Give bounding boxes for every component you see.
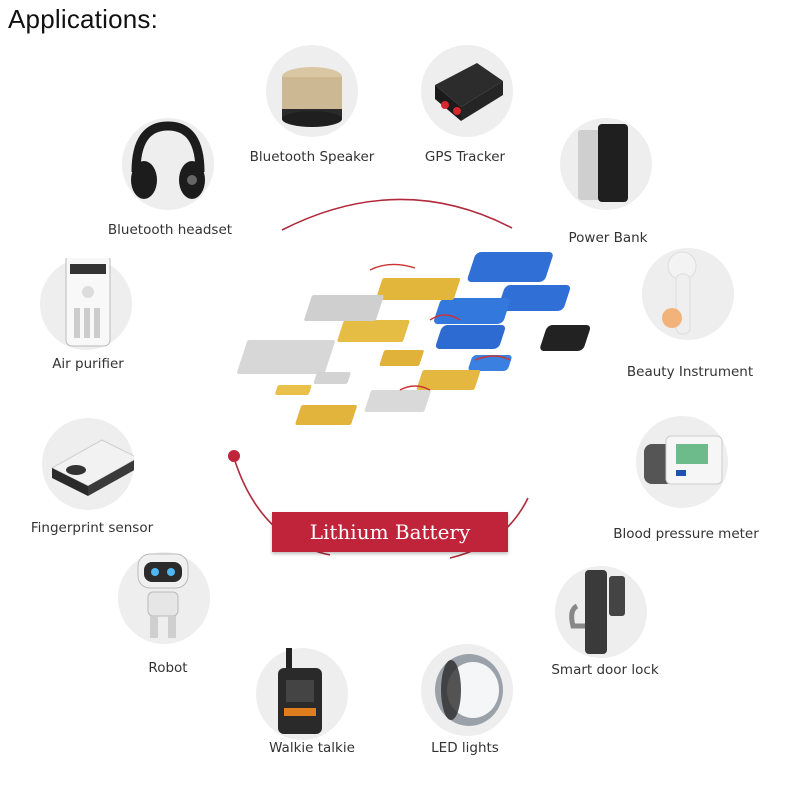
app-item-smart-door-lock: Smart door lock <box>515 566 695 696</box>
gps-tracker-icon <box>421 45 513 137</box>
app-item-power-bank: Power Bank <box>520 118 700 248</box>
battery-cell <box>434 298 510 324</box>
app-label: Bluetooth Speaker <box>249 149 375 165</box>
battery-cell <box>379 350 424 366</box>
top-arc <box>281 198 513 231</box>
app-item-led-lights: LED lights <box>375 644 555 774</box>
walkie-talkie-icon <box>256 648 348 740</box>
app-label: Fingerprint sensor <box>30 520 154 536</box>
app-item-bluetooth-headset: Bluetooth headset <box>80 118 260 248</box>
app-item-fingerprint-sensor: Fingerprint sensor <box>0 418 180 548</box>
app-label: Beauty Instrument <box>626 364 754 380</box>
battery-wires <box>369 263 511 391</box>
led-light-icon <box>421 644 513 736</box>
battery-cell <box>498 285 571 311</box>
app-label: Smart door lock <box>551 662 659 678</box>
app-label: GPS Tracker <box>424 149 506 165</box>
app-label: Robot <box>148 660 188 676</box>
app-item-walkie-talkie: Walkie talkie <box>212 636 392 766</box>
smart-door-lock-icon <box>555 566 647 658</box>
battery-cell <box>295 405 357 425</box>
app-item-blood-pressure-meter: Blood pressure meter <box>592 416 772 546</box>
battery-cell <box>337 320 410 342</box>
battery-pack-illustration <box>237 252 590 425</box>
headphones-icon <box>122 118 214 210</box>
battery-cell <box>540 325 590 351</box>
app-item-air-purifier: Air purifier <box>0 248 180 378</box>
beauty-instrument-icon <box>642 248 734 340</box>
robot-icon <box>118 552 210 644</box>
battery-cell <box>467 252 553 282</box>
app-label: LED lights <box>431 740 499 756</box>
battery-cell <box>435 325 506 349</box>
app-item-bluetooth-speaker: Bluetooth Speaker <box>222 45 402 175</box>
app-item-beauty-instrument: Beauty Instrument <box>600 248 780 380</box>
app-label: Walkie talkie <box>269 740 355 756</box>
battery-cell <box>313 372 351 384</box>
page-title: Applications: <box>8 4 159 34</box>
app-label: Blood pressure meter <box>613 526 759 542</box>
app-label: Air purifier <box>52 356 124 372</box>
battery-cell <box>364 390 431 412</box>
bluetooth-speaker-icon <box>266 45 358 137</box>
blood-pressure-meter-icon <box>636 416 728 508</box>
power-bank-icon <box>560 118 652 210</box>
app-label: Bluetooth headset <box>107 222 233 238</box>
battery-cell <box>304 295 384 321</box>
battery-cell <box>376 278 461 300</box>
app-item-gps-tracker: GPS Tracker <box>375 45 555 175</box>
battery-cell <box>275 385 312 395</box>
arc-dot <box>228 450 240 462</box>
fingerprint-sensor-icon <box>42 418 134 510</box>
air-purifier-icon <box>40 258 132 350</box>
app-item-robot: Robot <box>78 540 258 676</box>
battery-cell <box>416 370 481 390</box>
lithium-battery-banner: Lithium Battery <box>272 512 508 552</box>
app-label: Power Bank <box>568 230 648 246</box>
battery-cell <box>237 340 335 374</box>
